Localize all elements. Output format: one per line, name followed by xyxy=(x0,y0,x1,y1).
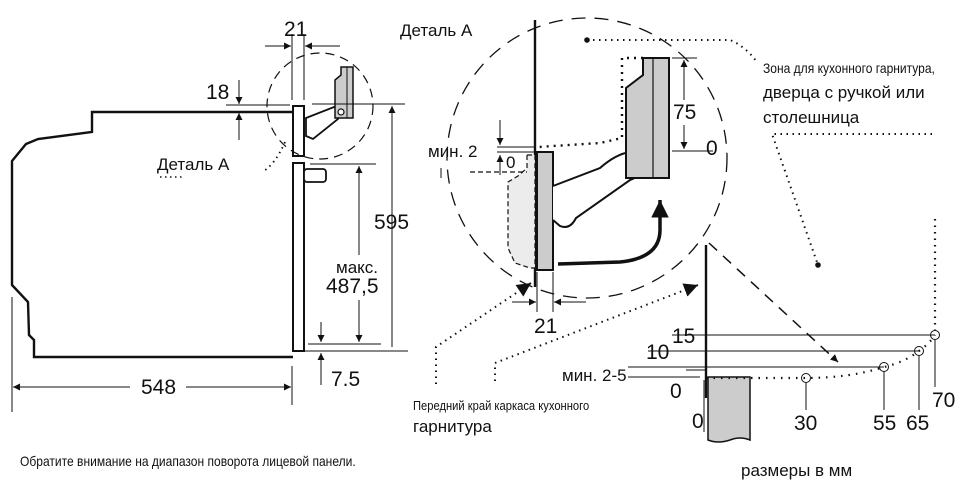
front-edge-note-line1: Передний край каркаса кухонного xyxy=(413,398,590,413)
front-edge-note-line2: гарнитура xyxy=(413,417,492,436)
units-note: размеры в мм xyxy=(741,461,853,480)
y-label-min-2-5: мин. 2-5 xyxy=(562,366,627,385)
furniture-door-panel xyxy=(625,57,670,179)
zone-note-line2: дверца с ручкой или xyxy=(763,83,925,102)
point-70 xyxy=(930,330,940,340)
dim-max-label: макс. xyxy=(336,258,378,277)
dim-21-top: 21 xyxy=(284,18,308,41)
oven-front-panel-upper xyxy=(292,105,305,157)
zero-left-label: 0 xyxy=(506,153,516,172)
x-label-55: 55 xyxy=(873,412,897,435)
oven-body-outline xyxy=(10,110,293,359)
zone-note-line3: столешница xyxy=(763,108,860,127)
dim-21-bottom: 21 xyxy=(534,315,558,338)
point-55 xyxy=(879,362,889,372)
oven-panel-detail xyxy=(536,151,554,271)
point-30 xyxy=(801,373,811,383)
cabinet-block xyxy=(707,376,751,443)
dim-18: 18 xyxy=(206,81,230,104)
x-label-65: 65 xyxy=(906,412,930,435)
oven-knob xyxy=(303,168,327,183)
dim-max-value: 487,5 xyxy=(326,275,379,298)
detail-circle-large xyxy=(446,17,728,299)
swing-arrow xyxy=(557,200,669,266)
dim-548: 548 xyxy=(141,376,177,399)
oven-front-panel xyxy=(292,162,305,352)
footer-note: Обратите внимание на диапазон поворота л… xyxy=(20,453,356,469)
detail-a-ref: Деталь A xyxy=(157,155,230,174)
x-label-70: 70 xyxy=(932,389,956,412)
dim-7-5: 7.5 xyxy=(331,368,361,391)
door-panel-small xyxy=(334,66,354,119)
diagonal-dash xyxy=(708,242,839,363)
swing-path xyxy=(706,334,936,380)
hinge-small xyxy=(305,106,343,141)
dim-75: 75 xyxy=(673,101,697,124)
zone-note-line1: Зона для кухонного гарнитура, xyxy=(763,60,935,76)
min-2-label: мин. 2 xyxy=(428,142,478,161)
dim-595: 595 xyxy=(374,211,410,234)
y-label-15: 15 xyxy=(672,325,696,348)
detail-a-title: Деталь A xyxy=(400,21,473,40)
point-65 xyxy=(914,346,924,356)
x-label-30: 30 xyxy=(794,412,818,435)
y-label-10: 10 xyxy=(646,341,670,364)
detail-circle-small xyxy=(266,52,374,160)
zero-right-label: 0 xyxy=(706,137,718,160)
x-label-0: 0 xyxy=(692,410,704,433)
y-label-0: 0 xyxy=(670,380,682,403)
